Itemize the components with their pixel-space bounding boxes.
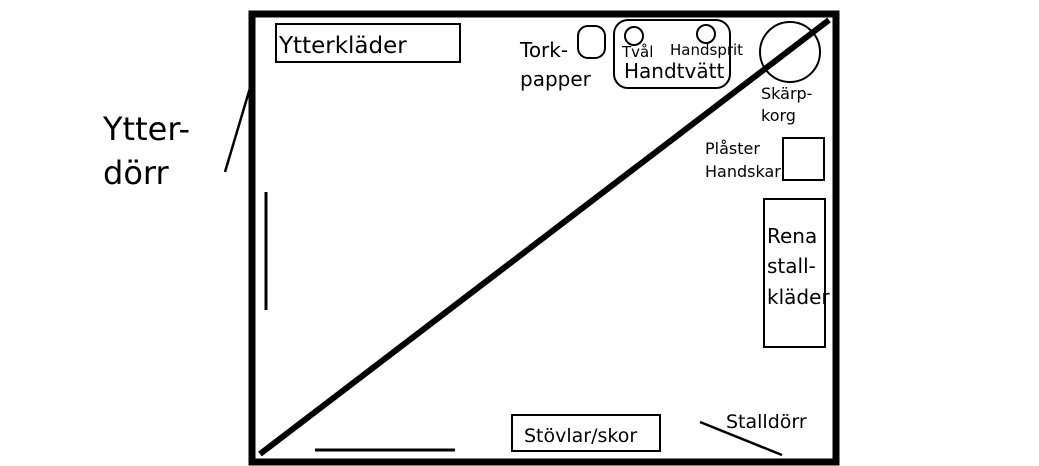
sharps-bin [759,21,821,83]
first-aid-box [782,137,825,181]
sanitizer-label: Handsprit [670,41,743,59]
first-aid-label-1: Plåster [705,139,760,158]
hand-wash-station [613,19,731,89]
hand-wash-label: Handtvätt [624,59,724,83]
stable-door-line [699,420,783,457]
sharps-bin-label-1: Skärp- [761,84,812,103]
clean-clothes-label-2: stall- [767,254,816,278]
hygiene-barrier-line [258,17,831,457]
soap-label: Tvål [621,43,653,61]
sanitizer-dispenser [696,24,716,44]
outer-door-line [223,87,252,173]
clean-clothes-label-1: Rena [767,224,817,248]
sharps-bin-label-2: korg [761,106,796,125]
first-aid-label-2: Handskar [705,162,781,181]
boots-rack [511,414,661,452]
outer-clothes-label: Ytterkläder [278,33,407,59]
outer-door-label-1: Ytter- [102,110,190,148]
clean-clothes-cabinet [763,198,826,348]
clean-clothes-label-3: kläder [767,285,830,309]
outer-door-label-2: dörr [103,154,169,192]
outer-clothes-box [275,23,461,63]
paper-towel-holder [577,25,606,59]
soap-dispenser [624,26,644,46]
room-wall [248,10,840,466]
paper-towels-label-1: Tork- [519,38,568,62]
paper-towels-label-2: papper [520,67,592,91]
stable-door-label: Stalldörr [726,411,807,433]
boots-label: Stövlar/skor [524,425,637,447]
